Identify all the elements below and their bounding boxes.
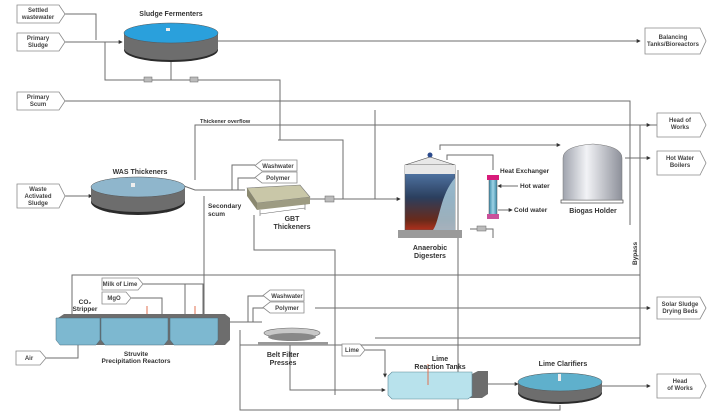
input-washwater-bfp: Washwater bbox=[262, 289, 305, 302]
label-balancing-1: Balancing bbox=[659, 35, 688, 41]
output-solar-drying-beds: Solar Sludge Drying Beds bbox=[656, 296, 707, 320]
label-primary-sludge-2: Sludge bbox=[28, 43, 49, 49]
input-lime: Lime bbox=[341, 343, 366, 357]
line-fermenter-recycle bbox=[104, 42, 281, 140]
pump-icon bbox=[476, 225, 487, 232]
label-secondary-scum-1: Secondary bbox=[208, 203, 242, 210]
label-lime: Lime bbox=[345, 348, 360, 354]
line-gbt-chemicals bbox=[231, 164, 255, 190]
lime-reaction-tanks: Lime Reaction Tanks bbox=[387, 356, 488, 400]
label-how-top-1: Head of bbox=[669, 118, 692, 124]
label-how-top-2: Works bbox=[671, 125, 690, 131]
label-hot-water: Hot water bbox=[520, 183, 550, 190]
label-was-2: Activated bbox=[24, 194, 51, 200]
input-settled-wastewater: Settled wastewater bbox=[16, 4, 66, 24]
line-lime-in bbox=[365, 349, 387, 378]
label-was-3: Sludge bbox=[28, 201, 49, 207]
output-head-of-works-bottom: Head of Works bbox=[656, 373, 707, 399]
line-fermenter-to-digesters bbox=[278, 110, 376, 199]
flow-lines bbox=[45, 13, 678, 411]
label-settled-wastewater-2: wastewater bbox=[21, 15, 55, 21]
line-biogas bbox=[439, 143, 561, 150]
pump-icon bbox=[324, 195, 335, 203]
label-digesters-1: Anaerobic bbox=[413, 245, 447, 252]
line-clarifier-underflow bbox=[240, 405, 561, 411]
input-milk-of-lime: Milk of Lime bbox=[101, 277, 144, 291]
was-thickeners: WAS Thickeners bbox=[90, 169, 186, 215]
output-head-of-works-top: Head of Works bbox=[656, 112, 707, 138]
line-struvite-top bbox=[71, 274, 640, 322]
label-bfp-2: Presses bbox=[270, 360, 297, 367]
label-solar-1: Solar Sludge bbox=[662, 302, 699, 308]
lime-clarifiers: Lime Clarifiers bbox=[517, 361, 603, 404]
label-bypass: Bypass bbox=[632, 241, 639, 265]
line-gbt-filtrate bbox=[253, 215, 336, 395]
label-how-bottom-2: of Works bbox=[667, 386, 693, 392]
label-primary-sludge-1: Primary bbox=[27, 36, 50, 42]
label-struvite-2: Precipitation Reactors bbox=[102, 358, 171, 365]
label-gbt-2: Thickeners bbox=[274, 224, 311, 231]
input-mgo: MgO bbox=[101, 291, 132, 305]
label-was-thickeners: WAS Thickeners bbox=[113, 169, 168, 176]
label-sludge-fermenters: Sludge Fermenters bbox=[139, 11, 203, 18]
pump-icon bbox=[143, 76, 153, 83]
label-boilers-2: Boilers bbox=[670, 163, 691, 169]
line-primary-scum bbox=[64, 100, 631, 225]
label-gbt-1: GBT bbox=[285, 216, 301, 223]
input-primary-sludge: Primary Sludge bbox=[16, 32, 66, 52]
line-was-to-gbt bbox=[183, 185, 245, 191]
label-secondary-scum-2: scum bbox=[208, 211, 225, 218]
label-washwater-gbt: Washwater bbox=[262, 164, 294, 170]
sludge-fermenters: Sludge Fermenters bbox=[123, 11, 219, 62]
struvite-reactors: CO₂ Stripper Struvite Precipitation Reac… bbox=[55, 299, 230, 365]
input-air: Air bbox=[15, 350, 47, 366]
label-was-1: Waste bbox=[29, 187, 47, 193]
label-lime-tanks-1: Lime bbox=[432, 356, 448, 363]
line-bypass bbox=[240, 125, 641, 346]
input-primary-scum: Primary Scum bbox=[16, 91, 66, 111]
input-polymer-bfp: Polymer bbox=[262, 301, 305, 314]
label-heat-exchanger: Heat Exchanger bbox=[500, 168, 550, 175]
output-hot-water-boilers: Hot Water Boilers bbox=[656, 150, 707, 176]
input-washwater-gbt: Washwater bbox=[254, 159, 298, 172]
label-how-bottom-1: Head bbox=[673, 379, 688, 385]
label-co2-1: CO₂ bbox=[79, 299, 92, 306]
label-polymer-gbt: Polymer bbox=[266, 176, 290, 182]
line-settled-wastewater bbox=[64, 13, 97, 40]
output-balancing-tanks: Balancing Tanks/Bioreactors bbox=[644, 27, 707, 55]
heat-exchanger: Heat Exchanger Hot water Cold water bbox=[487, 168, 550, 219]
label-primary-scum-2: Scum bbox=[30, 102, 46, 108]
belt-filter-presses: Belt Filter Presses bbox=[258, 327, 328, 367]
pump-icon bbox=[189, 76, 199, 83]
label-balancing-2: Tanks/Bioreactors bbox=[647, 42, 700, 48]
label-thickener-overflow: Thickener overflow bbox=[200, 119, 251, 125]
label-mgo: MgO bbox=[107, 296, 121, 302]
label-washwater-bfp: Washwater bbox=[271, 294, 303, 300]
line-bfp-chemicals bbox=[247, 295, 264, 322]
label-co2-2: Stripper bbox=[73, 306, 98, 313]
label-solar-2: Drying Beds bbox=[662, 309, 698, 315]
label-cold-water: Cold water bbox=[514, 207, 548, 214]
label-lime-clarifiers: Lime Clarifiers bbox=[539, 361, 588, 368]
label-biogas-holder: Biogas Holder bbox=[569, 208, 617, 215]
line-struvite-chemicals bbox=[130, 283, 204, 316]
line-thickener-overflow bbox=[194, 124, 678, 180]
label-primary-scum-1: Primary bbox=[27, 95, 50, 101]
label-polymer-bfp: Polymer bbox=[275, 306, 299, 312]
label-milk-of-lime: Milk of Lime bbox=[103, 282, 138, 288]
label-boilers-1: Hot Water bbox=[666, 156, 695, 162]
label-bfp-1: Belt Filter bbox=[267, 352, 300, 359]
label-struvite-1: Struvite bbox=[124, 351, 149, 358]
line-bfp-to-lime bbox=[289, 345, 386, 392]
gbt-thickeners: GBT Thickeners bbox=[246, 184, 311, 231]
anaerobic-digesters: Anaerobic Digesters bbox=[398, 152, 462, 260]
biogas-holder: Biogas Holder bbox=[560, 143, 624, 215]
label-air: Air bbox=[25, 356, 34, 362]
label-digesters-2: Digesters bbox=[414, 253, 446, 260]
input-polymer-gbt: Polymer bbox=[254, 171, 298, 184]
label-lime-tanks-2: Reaction Tanks bbox=[414, 364, 465, 371]
input-waste-activated-sludge: Waste Activated Sludge bbox=[16, 183, 66, 209]
label-settled-wastewater-1: Settled bbox=[28, 8, 48, 14]
